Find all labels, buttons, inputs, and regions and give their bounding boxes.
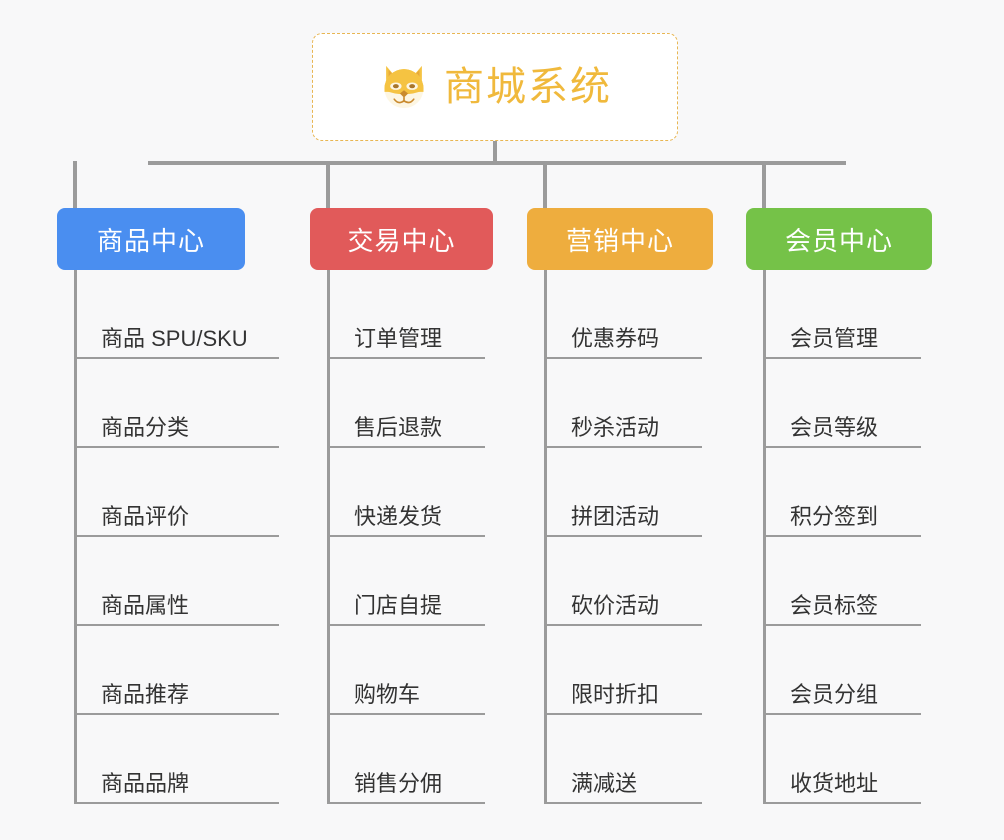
list-item[interactable]: 售后退款 xyxy=(327,359,485,448)
category-box-member-center[interactable]: 会员中心 xyxy=(746,208,932,270)
list-item[interactable]: 优惠券码 xyxy=(544,270,702,359)
list-item-label: 会员标签 xyxy=(790,592,879,618)
category-box-trade-center[interactable]: 交易中心 xyxy=(310,208,493,270)
item-list-marketing-center: 优惠券码秒杀活动拼团活动砍价活动限时折扣满减送 xyxy=(527,270,713,804)
list-item[interactable]: 门店自提 xyxy=(327,537,485,626)
list-item[interactable]: 商品分类 xyxy=(74,359,279,448)
list-item-label: 快递发货 xyxy=(354,503,443,529)
branch-column-member-center: 会员中心会员管理会员等级积分签到会员标签会员分组收货地址 xyxy=(746,208,932,804)
branch-column-trade-center: 交易中心订单管理售后退款快递发货门店自提购物车销售分佣 xyxy=(310,208,493,804)
list-item[interactable]: 会员等级 xyxy=(763,359,921,448)
list-item[interactable]: 满减送 xyxy=(544,715,702,804)
root-node[interactable]: 商城系统 xyxy=(312,33,678,141)
list-item-label: 会员分组 xyxy=(790,681,879,707)
list-item-label: 售后退款 xyxy=(354,414,443,440)
list-item-label: 商品评价 xyxy=(101,503,190,529)
item-list-member-center: 会员管理会员等级积分签到会员标签会员分组收货地址 xyxy=(746,270,932,804)
branch-spine xyxy=(327,270,330,804)
list-item-label: 收货地址 xyxy=(790,770,879,796)
list-item[interactable]: 商品属性 xyxy=(74,537,279,626)
item-list-product-center: 商品 SPU/SKU 商品分类商品评价商品属性商品推荐商品品牌 xyxy=(57,270,279,804)
connector-drop-3 xyxy=(543,161,547,209)
connector-drop-4 xyxy=(762,161,766,209)
branch-column-marketing-center: 营销中心优惠券码秒杀活动拼团活动砍价活动限时折扣满减送 xyxy=(527,208,713,804)
list-item-label: 拼团活动 xyxy=(571,503,660,529)
list-item[interactable]: 积分签到 xyxy=(763,448,921,537)
list-item[interactable]: 订单管理 xyxy=(327,270,485,359)
list-item-label: 会员等级 xyxy=(790,414,879,440)
category-label: 会员中心 xyxy=(784,225,893,256)
category-label: 营销中心 xyxy=(565,225,674,256)
list-item[interactable]: 快递发货 xyxy=(327,448,485,537)
list-item-label: 秒杀活动 xyxy=(571,414,660,440)
list-item-label: 优惠券码 xyxy=(571,325,660,351)
list-item[interactable]: 购物车 xyxy=(327,626,485,715)
list-item-label: 购物车 xyxy=(354,681,421,707)
list-item[interactable]: 销售分佣 xyxy=(327,715,485,804)
connector-drop-2 xyxy=(326,161,330,209)
list-item-label: 销售分佣 xyxy=(354,770,443,796)
branch-spine xyxy=(74,270,77,804)
list-item-label: 商品属性 xyxy=(101,592,190,618)
list-item[interactable]: 砍价活动 xyxy=(544,537,702,626)
connector-bus xyxy=(148,161,846,165)
list-item[interactable]: 秒杀活动 xyxy=(544,359,702,448)
dog-face-icon xyxy=(378,61,430,113)
list-item-label: 门店自提 xyxy=(354,592,443,618)
list-item[interactable]: 收货地址 xyxy=(763,715,921,804)
list-item-label: 会员管理 xyxy=(790,325,879,351)
list-item[interactable]: 商品评价 xyxy=(74,448,279,537)
list-item-label: 满减送 xyxy=(571,770,638,796)
list-item[interactable]: 商品品牌 xyxy=(74,715,279,804)
list-item[interactable]: 限时折扣 xyxy=(544,626,702,715)
list-item-label: 商品推荐 xyxy=(101,681,190,707)
connector-drop-1 xyxy=(73,161,77,209)
item-list-trade-center: 订单管理售后退款快递发货门店自提购物车销售分佣 xyxy=(310,270,493,804)
root-title: 商城系统 xyxy=(444,65,612,109)
list-item-label: 商品 SPU/SKU xyxy=(101,325,248,351)
list-item-label: 商品分类 xyxy=(101,414,190,440)
list-item[interactable]: 拼团活动 xyxy=(544,448,702,537)
list-item-label: 限时折扣 xyxy=(571,681,660,707)
branch-column-product-center: 商品中心商品 SPU/SKU 商品分类商品评价商品属性商品推荐商品品牌 xyxy=(57,208,279,804)
branch-spine xyxy=(763,270,766,804)
list-item-label: 订单管理 xyxy=(354,325,443,351)
branch-spine xyxy=(544,270,547,804)
list-item-label: 积分签到 xyxy=(790,503,879,529)
list-item-label: 商品品牌 xyxy=(101,770,190,796)
list-item[interactable]: 商品 SPU/SKU xyxy=(74,270,279,359)
list-item[interactable]: 会员分组 xyxy=(763,626,921,715)
category-box-product-center[interactable]: 商品中心 xyxy=(57,208,245,270)
list-item[interactable]: 商品推荐 xyxy=(74,626,279,715)
category-box-marketing-center[interactable]: 营销中心 xyxy=(527,208,713,270)
category-label: 交易中心 xyxy=(347,225,456,256)
list-item[interactable]: 会员标签 xyxy=(763,537,921,626)
category-label: 商品中心 xyxy=(96,225,205,256)
list-item-label: 砍价活动 xyxy=(571,592,660,618)
connector-stem xyxy=(493,141,497,165)
list-item[interactable]: 会员管理 xyxy=(763,270,921,359)
